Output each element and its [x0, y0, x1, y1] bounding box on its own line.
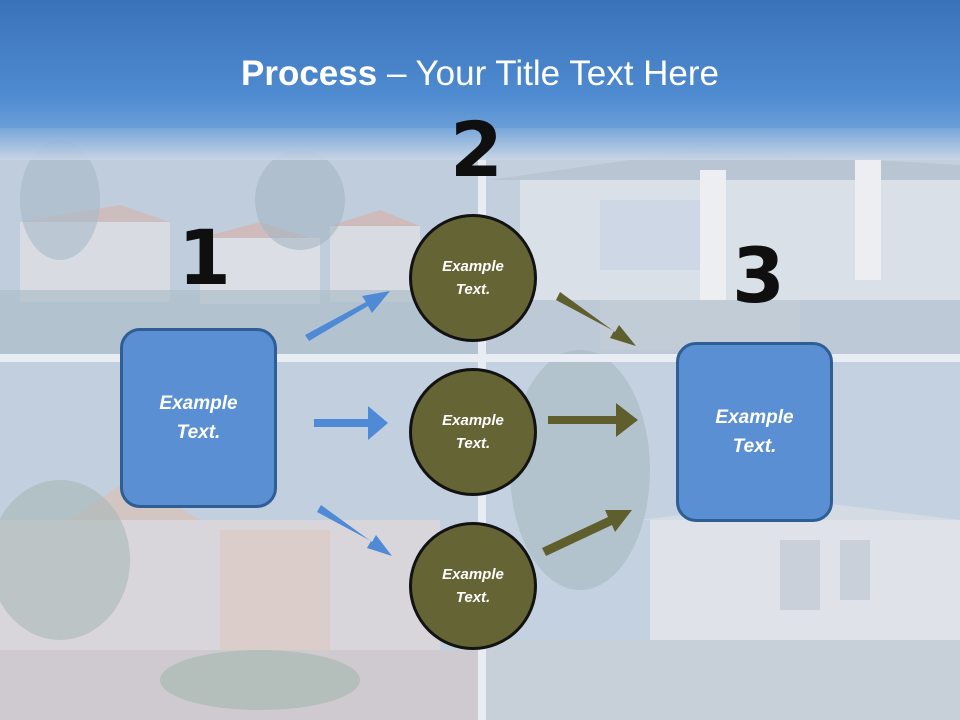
left-box-line2: Text.	[176, 422, 221, 443]
circle-bottom-line1: Example	[442, 566, 504, 583]
title-rest: – Your Title Text Here	[377, 54, 719, 93]
left-box-line1: Example	[159, 393, 238, 414]
circle-middle-line2: Text.	[455, 435, 491, 452]
right-box-text: Example Text.	[715, 403, 793, 461]
step-number-1: 1	[178, 213, 231, 302]
circle-bottom-line2: Text.	[455, 589, 491, 606]
circle-top-line2: Text.	[455, 281, 491, 298]
circle-top-line1: Example	[442, 258, 504, 275]
circle-middle-line1: Example	[442, 412, 504, 429]
right-process-box[interactable]: Example Text.	[676, 342, 833, 522]
step-number-3: 3	[732, 231, 785, 320]
right-box-line1: Example	[715, 407, 794, 428]
right-box-line2: Text.	[732, 436, 777, 457]
left-process-box[interactable]: Example Text.	[120, 328, 277, 508]
circle-bottom[interactable]: Example Text.	[409, 522, 537, 650]
circle-top[interactable]: Example Text.	[409, 214, 537, 342]
left-box-text: Example Text.	[159, 389, 237, 447]
step-number-2: 2	[450, 105, 503, 194]
slide-title: Process – Your Title Text Here	[0, 52, 960, 96]
title-bold: Process	[241, 54, 378, 93]
circle-middle[interactable]: Example Text.	[409, 368, 537, 496]
